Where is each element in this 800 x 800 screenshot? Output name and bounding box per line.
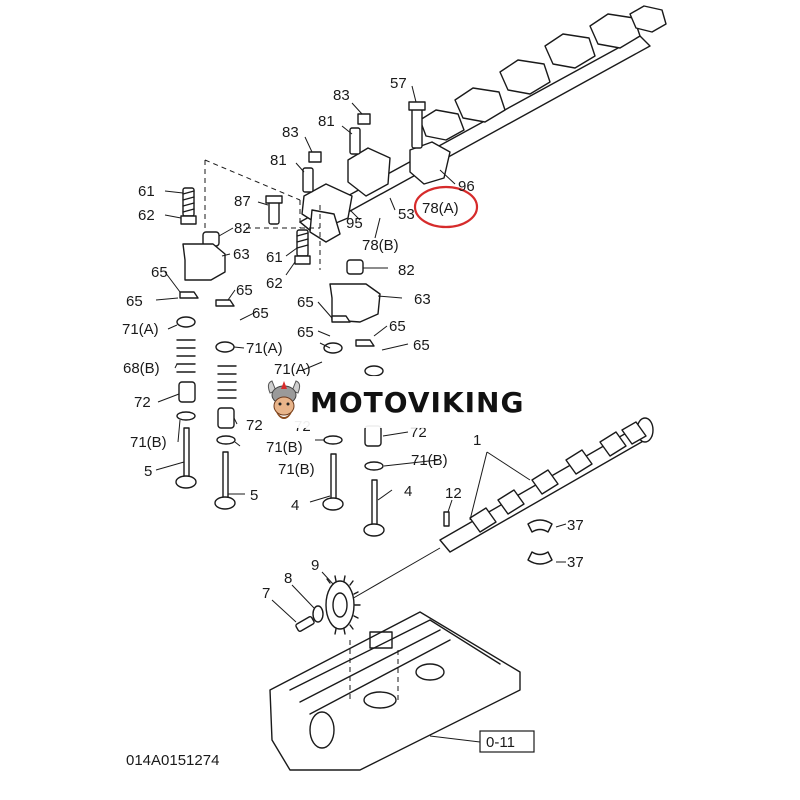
part-label-81: 81 [318, 113, 335, 130]
reference-box: 0-11 [479, 730, 535, 753]
part-label-8: 8 [284, 570, 292, 587]
part-label-95: 95 [346, 215, 363, 232]
cam-gear [271, 547, 441, 635]
highlight-circle-78a [413, 185, 479, 229]
part-label-71b: 71(B) [130, 434, 167, 451]
part-label-53: 53 [398, 206, 415, 223]
part-label-65: 65 [389, 318, 406, 335]
part-label-7: 7 [262, 585, 270, 602]
part-label-96: 96 [458, 178, 475, 195]
part-label-72: 72 [246, 417, 263, 434]
part-label-57: 57 [390, 75, 407, 92]
part-label-71a: 71(A) [122, 321, 159, 338]
part-label-65: 65 [297, 294, 314, 311]
part-label-87: 87 [234, 193, 251, 210]
left-valve-stack [155, 187, 245, 510]
part-labels: 83 57 81 83 81 96 61 87 78(A) 53 62 95 8… [122, 75, 584, 602]
part-label-71b: 71(B) [411, 452, 448, 469]
part-label-81: 81 [270, 152, 287, 169]
part-label-71b: 71(B) [266, 439, 303, 456]
part-label-62: 62 [138, 207, 155, 224]
camshaft [439, 417, 654, 565]
part-label-71b: 71(B) [278, 461, 315, 478]
part-label-4: 4 [291, 497, 299, 514]
part-label-37: 37 [567, 517, 584, 534]
part-label-63: 63 [414, 291, 431, 308]
part-label-82: 82 [234, 220, 251, 237]
part-label-68b: 68(B) [123, 360, 160, 377]
part-label-12: 12 [445, 485, 462, 502]
part-label-82: 82 [398, 262, 415, 279]
part-label-72: 72 [410, 424, 427, 441]
part-label-37: 37 [567, 554, 584, 571]
part-label-65: 65 [413, 337, 430, 354]
part-label-71a: 71(A) [274, 361, 311, 378]
part-label-63: 63 [233, 246, 250, 263]
part-label-1: 1 [473, 432, 481, 449]
part-label-65: 65 [252, 305, 269, 322]
part-label-78b: 78(B) [362, 237, 399, 254]
part-label-5: 5 [144, 463, 152, 480]
rocker-shaft-assembly [204, 5, 667, 270]
part-label-72: 72 [134, 394, 151, 411]
part-label-65: 65 [126, 293, 143, 310]
part-label-65: 65 [236, 282, 253, 299]
part-label-65: 65 [297, 324, 314, 341]
part-label-83: 83 [282, 124, 299, 141]
diagram-code: 014A0151274 [126, 752, 219, 769]
part-label-61: 61 [138, 183, 155, 200]
part-label-9: 9 [311, 557, 319, 574]
middle-valve-stack [239, 229, 439, 537]
part-label-5: 5 [250, 487, 258, 504]
part-label-71a: 71(A) [246, 340, 283, 357]
cylinder-block [269, 611, 521, 771]
part-label-62: 62 [266, 275, 283, 292]
part-label-78a: 78(A) [422, 200, 459, 217]
part-label-4: 4 [404, 483, 412, 500]
viking-mascot-icon [267, 380, 301, 419]
part-label-61: 61 [266, 249, 283, 266]
part-label-83: 83 [333, 87, 350, 104]
reference-box-label: 0-11 [486, 734, 515, 751]
part-label-65: 65 [151, 264, 168, 281]
motoviking-watermark: MOTOVIKING [264, 376, 536, 428]
watermark-text: MOTOVIKING [310, 385, 525, 419]
